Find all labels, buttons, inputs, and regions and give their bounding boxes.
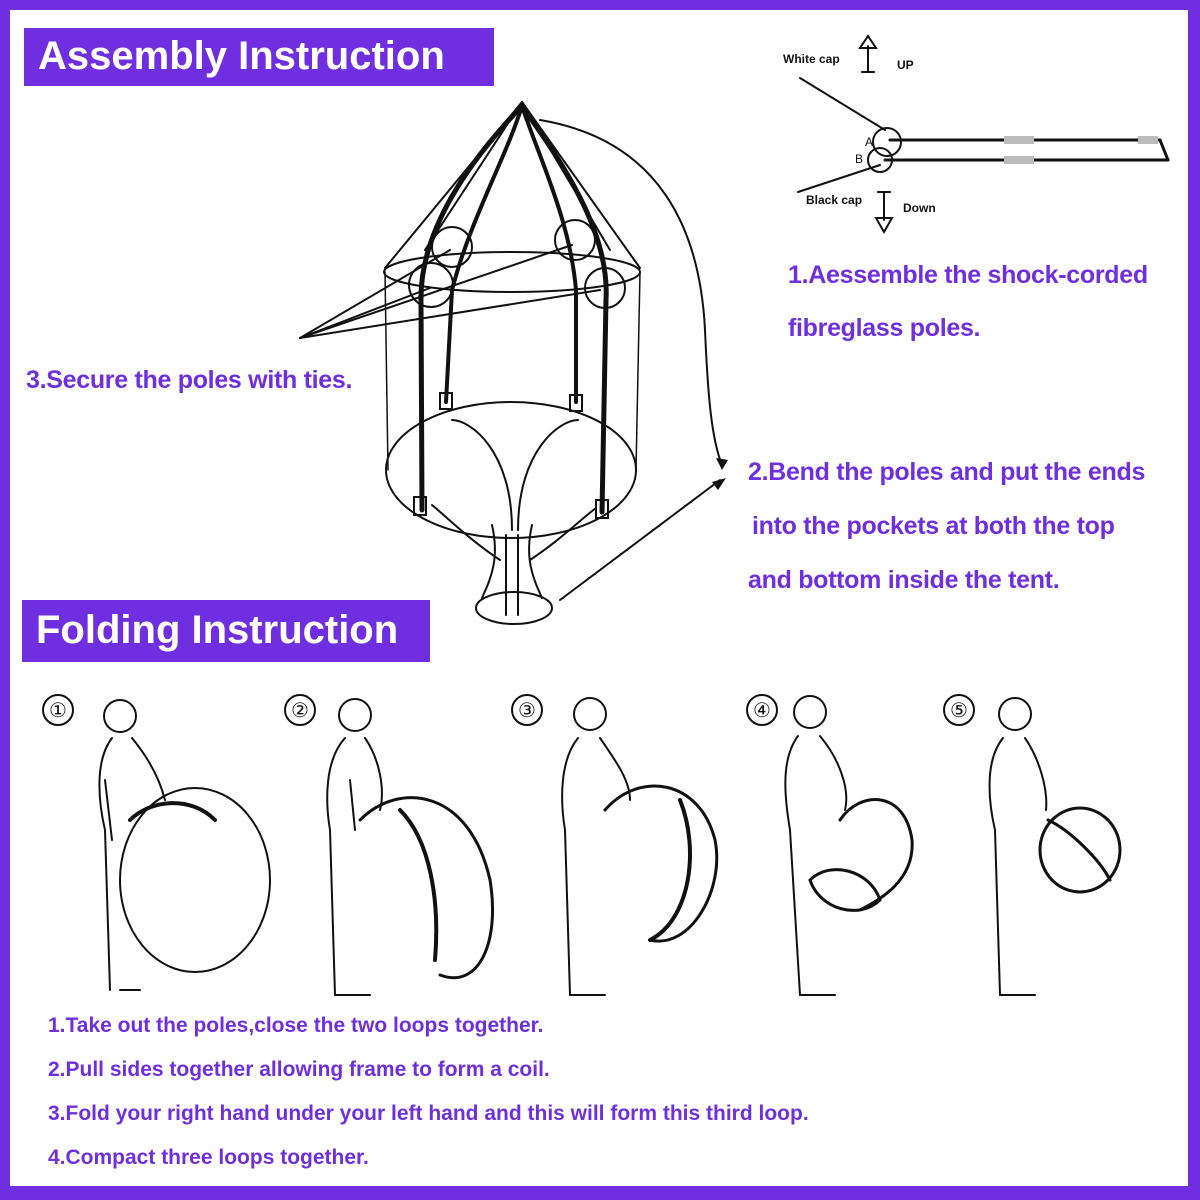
figure-number-4: ④ [746, 694, 778, 726]
folding-figure-1 [98, 699, 271, 991]
folding-step-1: 1.Take out the poles,close the two loops… [48, 1014, 544, 1037]
assembly-step-1-line-1: 1.Aessemble the shock-corded [788, 261, 1148, 289]
point-b-label: B [855, 152, 864, 166]
folding-step-2: 2.Pull sides together allowing frame to … [48, 1058, 550, 1081]
pole-cap-diagram [797, 34, 1170, 235]
assembly-step-2-line-1: 2.Bend the poles and put the ends [748, 458, 1146, 486]
assembly-step-2-line-3: and bottom inside the tent. [748, 566, 1060, 594]
assembly-step-2-line-2: into the pockets at both the top [752, 512, 1115, 540]
folding-figure-4 [784, 695, 914, 996]
up-label: UP [897, 58, 914, 72]
figure-number-3: ③ [511, 694, 543, 726]
folding-step-4: 4.Compact three loops together. [48, 1146, 369, 1169]
folding-step-3: 3.Fold your right hand under your left h… [48, 1102, 809, 1125]
folding-figure-5 [988, 697, 1122, 996]
black-cap-label: Black cap [806, 193, 863, 207]
figure-number-1: ① [42, 694, 74, 726]
assembly-step-1-line-2: fibreglass poles. [788, 314, 981, 342]
folding-title-banner: Folding Instruction [22, 600, 430, 662]
figure-number-5: ⑤ [943, 694, 975, 726]
folding-figure-2 [326, 698, 495, 996]
hanging-tent-illustration [299, 101, 728, 625]
assembly-step-3: 3.Secure the poles with ties. [26, 366, 353, 394]
folding-figure-3 [561, 697, 719, 996]
point-a-label: A [865, 135, 874, 149]
assembly-title-banner: Assembly Instruction [24, 28, 494, 86]
instruction-sheet [10, 10, 1188, 1186]
down-label: Down [903, 201, 936, 215]
figure-number-2: ② [284, 694, 316, 726]
white-cap-label: White cap [783, 52, 840, 66]
